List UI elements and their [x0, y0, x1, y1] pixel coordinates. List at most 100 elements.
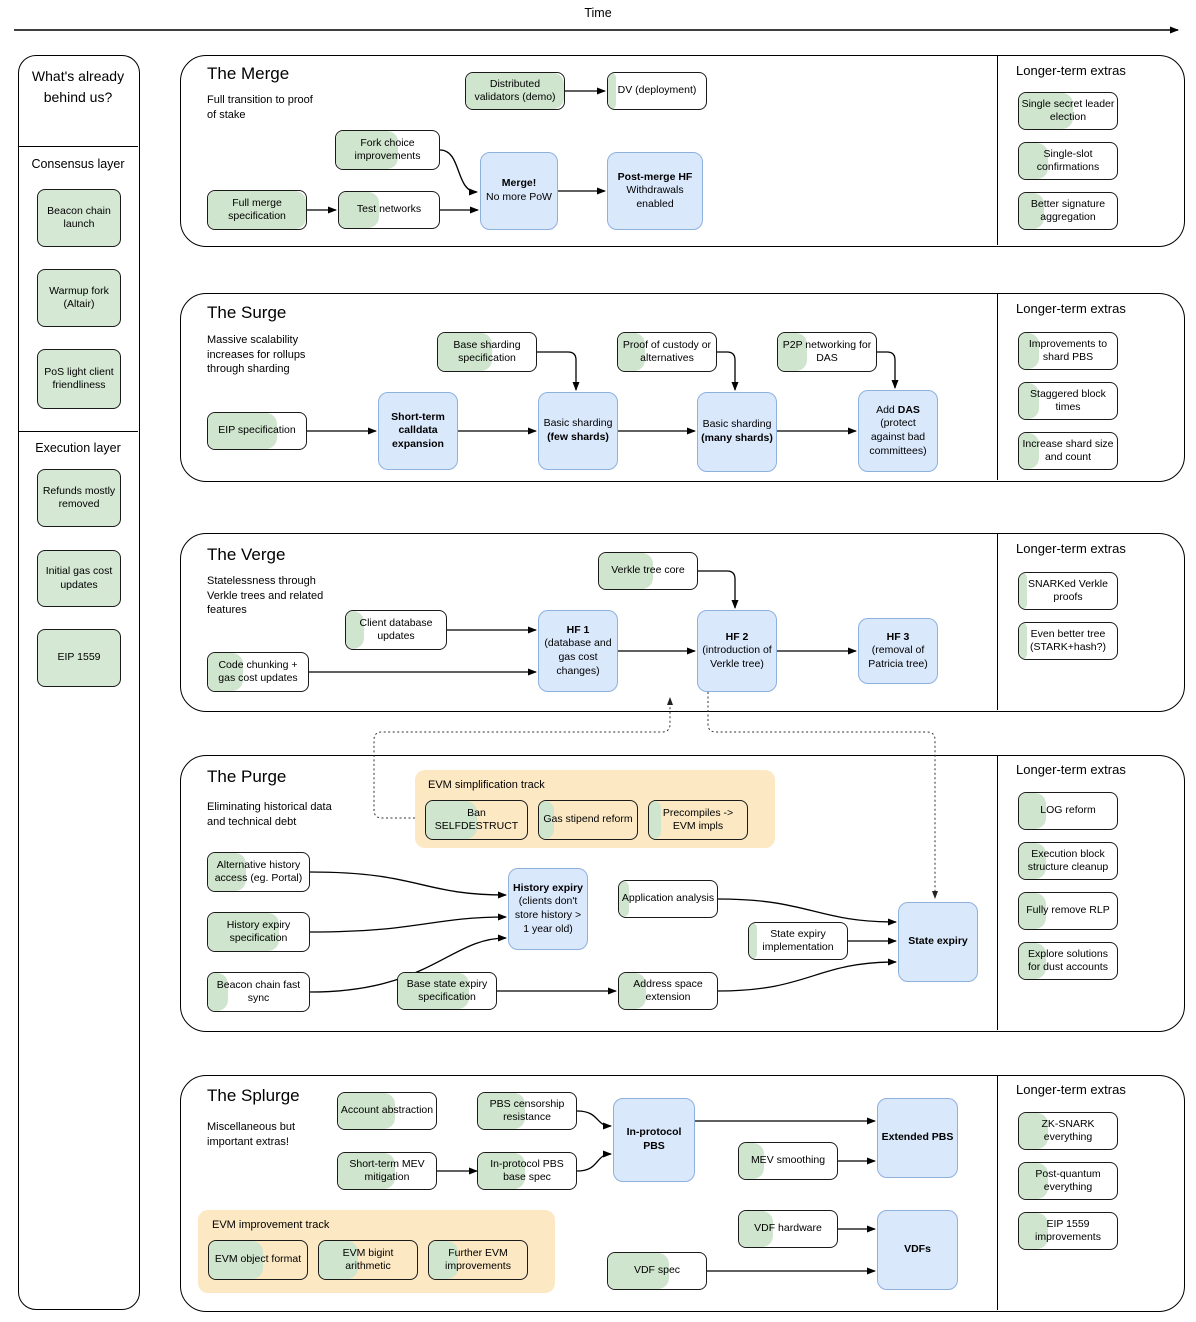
extra-improvements-shard-pbs: Improvements to shard PBS: [1018, 332, 1118, 370]
extra-eip-1559-improvements: EIP 1559 improvements: [1018, 1212, 1118, 1250]
node-refunds-removed: Refunds mostly removed: [37, 469, 121, 527]
splurge-extras-divider: [997, 1075, 998, 1310]
node-evm-bigint-arithmetic: EVM bigint arithmetic: [318, 1240, 418, 1280]
sidebar-divider: [18, 431, 138, 432]
arrow-pbscensorship-to-inprotocolpbs: [576, 1110, 612, 1130]
node-short-term-calldata-expansion: Short-term calldata expansion: [378, 392, 458, 470]
node-account-abstraction: Account abstraction: [337, 1092, 437, 1130]
consensus-layer-label: Consensus layer: [31, 157, 125, 171]
node-state-expiry: State expiry: [898, 902, 978, 982]
node-in-protocol-pbs-base-spec: In-protocol PBS base spec: [477, 1152, 577, 1190]
extra-snarked-verkle-proofs: SNARKed Verkle proofs: [1018, 572, 1118, 610]
arrow-basesharding-to-fewshards: [537, 351, 580, 391]
node-full-merge-specification: Full merge specification: [207, 190, 307, 230]
extra-zk-snark-everything: ZK-SNARK everything: [1018, 1112, 1118, 1150]
node-ban-selfdestruct: Ban SELFDESTRUCT: [425, 800, 528, 840]
node-verkle-tree-core: Verkle tree core: [598, 552, 698, 590]
arrow-custody-to-manyshards: [717, 351, 739, 391]
node-basic-sharding-many: Basic sharding(many shards): [697, 392, 777, 472]
extra-fully-remove-rlp: Fully remove RLP: [1018, 892, 1118, 930]
node-alternative-history-access: Alternative history access (eg. Portal): [207, 852, 310, 892]
node-state-expiry-implementation: State expiry implementation: [748, 922, 848, 960]
section-the-surge: [180, 293, 1185, 482]
node-history-expiry-specification: History expiry specification: [207, 912, 310, 952]
extra-increase-shard-size: Increase shard size and count: [1018, 432, 1118, 470]
node-beacon-chain-fast-sync: Beacon chain fast sync: [207, 972, 310, 1012]
merge-extras-title: Longer-term extras: [1016, 63, 1126, 78]
node-pbs-censorship-resistance: PBS censorship resistance: [477, 1092, 577, 1130]
node-hf3: HF 3(removal of Patricia tree): [858, 618, 938, 684]
splurge-subtitle: Miscellaneous but important extras!: [207, 1121, 296, 1148]
merge-extras-divider: [997, 55, 998, 245]
node-application-analysis: Application analysis: [618, 880, 718, 918]
evm-improvement-track-label: EVM improvement track: [212, 1219, 330, 1231]
splurge-title: The Splurge: [207, 1086, 300, 1105]
verge-extras-divider: [997, 533, 998, 710]
node-basic-sharding-few: Basic sharding(few shards): [538, 392, 618, 470]
node-extended-pbs: Extended PBS: [877, 1098, 958, 1178]
extra-dust-accounts: Explore solutions for dust accounts: [1018, 942, 1118, 980]
surge-title: The Surge: [207, 303, 287, 322]
verge-extras-title: Longer-term extras: [1016, 541, 1126, 556]
surge-subtitle: Massive scalability increases for rollup…: [207, 334, 306, 376]
node-initial-gas-cost: Initial gas cost updates: [37, 550, 121, 607]
node-base-state-expiry-spec: Base state expiry specification: [397, 972, 497, 1010]
node-base-sharding-specification: Base sharding specification: [437, 332, 537, 372]
arrow-addressspace-to-stateexpiry: [717, 958, 897, 992]
node-eip-1559: EIP 1559: [37, 629, 121, 687]
extra-post-quantum-everything: Post-quantum everything: [1018, 1162, 1118, 1200]
surge-extras-title: Longer-term extras: [1016, 301, 1126, 316]
node-merge-milestone: Merge!No more PoW: [480, 152, 558, 230]
node-hf2: HF 2(introduction of Verkle tree): [697, 610, 777, 692]
node-proof-of-custody: Proof of custody or alternatives: [617, 332, 717, 372]
node-pos-light-client: PoS light client friendliness: [37, 349, 121, 409]
extra-even-better-tree: Even better tree (STARK+hash?): [1018, 622, 1118, 660]
node-evm-object-format: EVM object format: [208, 1240, 308, 1280]
dotted-arrow-hf2-to-stateexpiry: [707, 692, 938, 899]
node-in-protocol-pbs: In-protocol PBS: [613, 1098, 695, 1182]
purge-extras-title: Longer-term extras: [1016, 762, 1126, 777]
evm-simplification-track-label: EVM simplification track: [428, 779, 545, 791]
node-history-expiry: History expiry(clients don't store histo…: [508, 868, 588, 950]
extra-execution-block-cleanup: Execution block structure cleanup: [1018, 842, 1118, 880]
node-vdf-hardware: VDF hardware: [738, 1210, 838, 1248]
node-dv-deployment: DV (deployment): [607, 72, 707, 110]
node-vdf-spec: VDF spec: [607, 1252, 707, 1290]
node-vdfs: VDFs: [877, 1210, 958, 1290]
arrow-appanalysis-to-stateexpiry: [717, 898, 897, 926]
verge-subtitle: Statelessness through Verkle trees and r…: [207, 575, 324, 617]
arrow-hespec-to-historyexpiry: [309, 913, 507, 933]
node-fork-choice-improvements: Fork choice improvements: [335, 130, 440, 170]
purge-title: The Purge: [207, 767, 287, 786]
arrow-pbsspec-to-inprotocolpbs: [576, 1150, 612, 1172]
arrow-forkchoice-to-merge: [439, 149, 478, 196]
node-short-term-mev-mitigation: Short-term MEV mitigation: [337, 1152, 437, 1190]
sidebar-divider: [18, 146, 138, 147]
arrow-verklecore-to-hf2: [698, 570, 739, 609]
node-distributed-validators-demo: Distributed validators (demo): [465, 72, 565, 110]
extra-single-slot-confirmations: Single-slot confirmations: [1018, 142, 1118, 180]
merge-subtitle: Full transition to proof of stake: [207, 94, 313, 121]
node-further-evm-improvements: Further EVM improvements: [428, 1240, 528, 1280]
node-gas-stipend-reform: Gas stipend reform: [538, 800, 638, 840]
purge-subtitle: Eliminating historical data and technica…: [207, 801, 332, 828]
node-client-database-updates: Client database updates: [345, 610, 447, 650]
node-beacon-chain-launch: Beacon chain launch: [37, 189, 121, 247]
node-warmup-fork-altair: Warmup fork (Altair): [37, 269, 121, 327]
arrow-fastsync-to-historyexpiry: [309, 934, 507, 993]
node-eip-specification: EIP specification: [207, 412, 307, 450]
purge-extras-divider: [997, 755, 998, 1030]
verge-title: The Verge: [207, 545, 286, 564]
node-mev-smoothing: MEV smoothing: [738, 1142, 838, 1180]
dotted-arrow-evmtrack-to-hf2: [373, 697, 673, 819]
arrow-p2p-to-das: [877, 351, 899, 389]
merge-title: The Merge: [207, 64, 290, 83]
node-precompiles-evm-impls: Precompiles -> EVM impls: [648, 800, 748, 840]
extra-better-signature-aggregation: Better signature aggregation: [1018, 192, 1118, 230]
time-axis-label: Time: [584, 6, 612, 20]
node-hf1: HF 1(database and gas cost changes): [538, 610, 618, 692]
